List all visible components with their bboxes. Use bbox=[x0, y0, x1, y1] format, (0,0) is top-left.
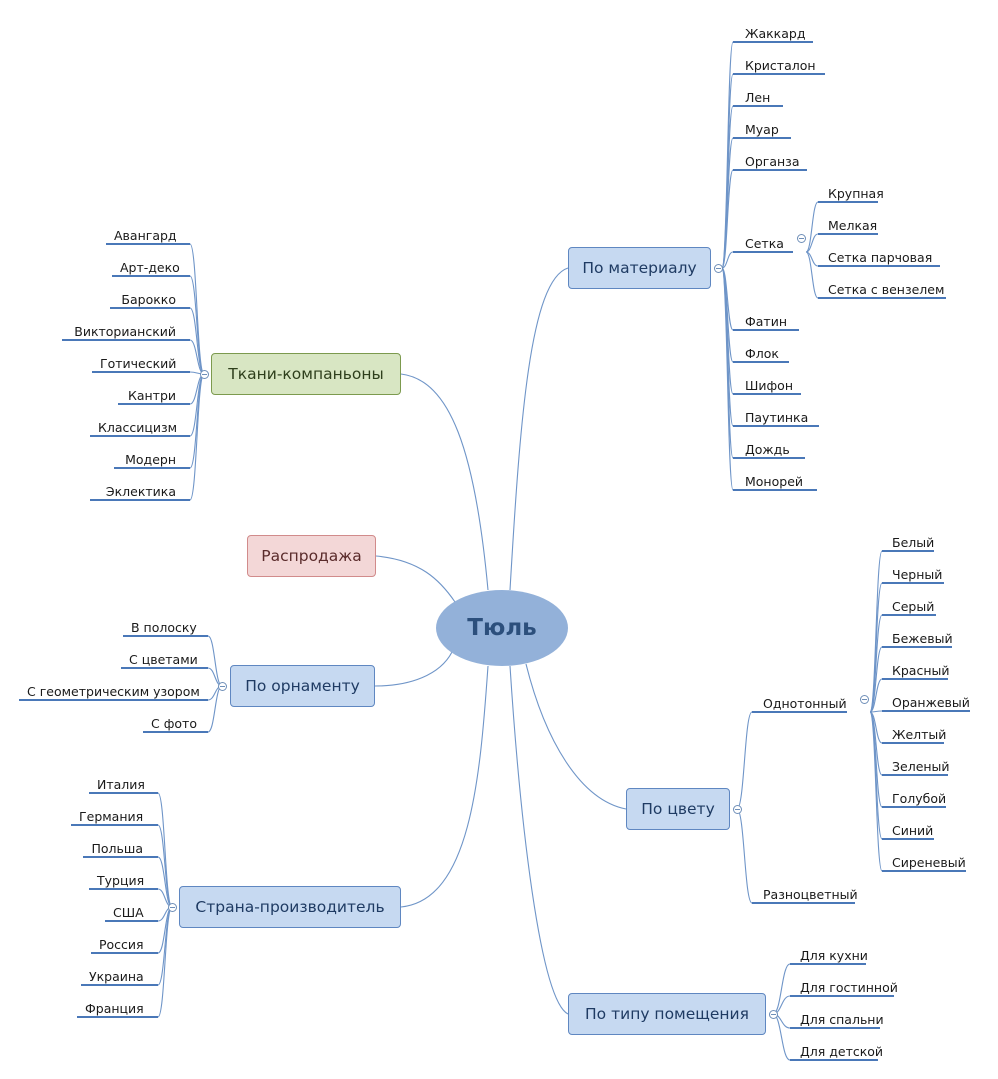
fabrics-leaf-0[interactable]: Авангард bbox=[114, 228, 177, 243]
solid-leaf-9[interactable]: Синий bbox=[892, 823, 934, 838]
collapse-toggle-ornament[interactable] bbox=[217, 681, 227, 691]
solid-leaf-1[interactable]: Черный bbox=[892, 567, 943, 582]
fabrics-leaf-8[interactable]: Эклектика bbox=[105, 484, 176, 499]
collapse-toggle-material[interactable] bbox=[713, 263, 723, 273]
country-leaf-4[interactable]: США bbox=[113, 905, 144, 920]
material-leaf-10[interactable]: Дождь bbox=[745, 442, 790, 457]
solid-leaf-0[interactable]: Белый bbox=[892, 535, 935, 550]
solid-leaf-8[interactable]: Голубой bbox=[892, 791, 947, 806]
mesh-leaf-1[interactable]: Мелкая bbox=[828, 218, 878, 233]
branch-by-color[interactable]: По цвету bbox=[626, 788, 730, 830]
ornament-leaf-0[interactable]: В полоску bbox=[131, 620, 197, 635]
material-leaf-1[interactable]: Кристалон bbox=[745, 58, 816, 73]
solid-leaf-6[interactable]: Желтый bbox=[892, 727, 947, 742]
branch-companion-fabrics[interactable]: Ткани-компаньоны bbox=[211, 353, 401, 395]
fabrics-leaf-5[interactable]: Кантри bbox=[127, 388, 176, 403]
collapse-toggle-country[interactable] bbox=[167, 902, 177, 912]
material-leaf-4[interactable]: Органза bbox=[745, 154, 800, 169]
collapse-toggle-color[interactable] bbox=[732, 804, 742, 814]
ornament-leaf-1[interactable]: С цветами bbox=[129, 652, 198, 667]
branch-by-material[interactable]: По материалу bbox=[568, 247, 711, 289]
branch-by-ornament[interactable]: По орнаменту bbox=[230, 665, 375, 707]
color-leaf-1[interactable]: Разноцветный bbox=[763, 887, 858, 902]
material-leaf-2[interactable]: Лен bbox=[745, 90, 771, 105]
branch-country[interactable]: Страна-производитель bbox=[179, 886, 401, 928]
fabrics-leaf-7[interactable]: Модерн bbox=[125, 452, 176, 467]
fabrics-leaf-2[interactable]: Барокко bbox=[121, 292, 176, 307]
solid-leaf-7[interactable]: Зеленый bbox=[892, 759, 950, 774]
room-leaf-0[interactable]: Для кухни bbox=[800, 948, 868, 963]
solid-leaf-4[interactable]: Красный bbox=[892, 663, 950, 678]
country-leaf-3[interactable]: Турция bbox=[97, 873, 145, 888]
collapse-toggle-fabrics[interactable] bbox=[199, 369, 209, 379]
ornament-leaf-3[interactable]: С фото bbox=[151, 716, 197, 731]
fabrics-leaf-4[interactable]: Готический bbox=[100, 356, 177, 371]
material-leaf-3[interactable]: Муар bbox=[745, 122, 779, 137]
ornament-leaf-2[interactable]: С геометрическим узором bbox=[27, 684, 200, 699]
collapse-toggle-room[interactable] bbox=[768, 1009, 778, 1019]
material-leaf-8[interactable]: Шифон bbox=[745, 378, 793, 393]
material-leaf-6[interactable]: Фатин bbox=[745, 314, 787, 329]
solid-leaf-10[interactable]: Сиреневый bbox=[892, 855, 966, 870]
material-leaf-5[interactable]: Сетка bbox=[745, 236, 784, 251]
fabrics-leaf-6[interactable]: Классицизм bbox=[98, 420, 178, 435]
fabrics-leaf-1[interactable]: Арт-деко bbox=[120, 260, 180, 275]
country-leaf-0[interactable]: Италия bbox=[97, 777, 145, 792]
material-leaf-0[interactable]: Жаккард bbox=[745, 26, 806, 41]
collapse-toggle-mesh[interactable] bbox=[796, 233, 806, 243]
room-leaf-3[interactable]: Для детской bbox=[800, 1044, 884, 1059]
fabrics-leaf-3[interactable]: Викторианский bbox=[74, 324, 176, 339]
branch-sale[interactable]: Распродажа bbox=[247, 535, 376, 577]
solid-leaf-5[interactable]: Оранжевый bbox=[892, 695, 970, 710]
central-topic[interactable]: Тюль bbox=[436, 590, 568, 666]
branch-by-room[interactable]: По типу помещения bbox=[568, 993, 766, 1035]
solid-leaf-3[interactable]: Бежевый bbox=[892, 631, 953, 646]
color-leaf-0[interactable]: Однотонный bbox=[763, 696, 847, 711]
material-leaf-7[interactable]: Флок bbox=[745, 346, 779, 361]
mesh-leaf-3[interactable]: Сетка с вензелем bbox=[828, 282, 945, 297]
country-leaf-1[interactable]: Германия bbox=[79, 809, 144, 824]
country-leaf-6[interactable]: Украина bbox=[89, 969, 144, 984]
collapse-toggle-solid[interactable] bbox=[859, 694, 869, 704]
mesh-leaf-2[interactable]: Сетка парчовая bbox=[828, 250, 933, 265]
solid-leaf-2[interactable]: Серый bbox=[892, 599, 935, 614]
material-leaf-11[interactable]: Монорей bbox=[745, 474, 804, 489]
country-leaf-2[interactable]: Польша bbox=[91, 841, 143, 856]
material-leaf-9[interactable]: Паутинка bbox=[745, 410, 809, 425]
room-leaf-1[interactable]: Для гостинной bbox=[800, 980, 898, 995]
room-leaf-2[interactable]: Для спальни bbox=[800, 1012, 884, 1027]
country-leaf-7[interactable]: Франция bbox=[85, 1001, 144, 1016]
country-leaf-5[interactable]: Россия bbox=[99, 937, 144, 952]
mesh-leaf-0[interactable]: Крупная bbox=[828, 186, 884, 201]
